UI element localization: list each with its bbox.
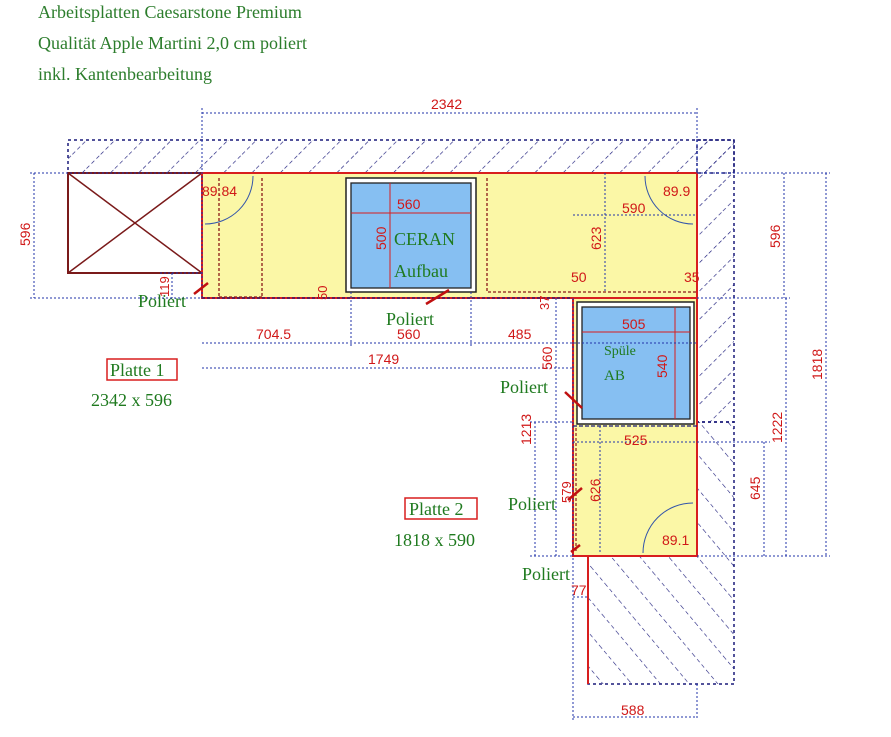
dim-seg-2: 560 — [397, 326, 421, 342]
dim-sink-offset: 560 — [539, 346, 555, 370]
dim-sink-lower-width: 525 — [624, 432, 648, 448]
sink-label-1: Spüle — [604, 344, 636, 359]
sink-label-2: AB — [604, 368, 625, 384]
dim-leg-inner: 1213 — [518, 414, 534, 445]
sink-cutout: 505 540 Spüle AB — [576, 301, 695, 425]
plate-2-name: Platte 2 — [409, 499, 464, 519]
plate-1-name: Platte 1 — [110, 360, 165, 380]
dim-corner-width: 590 — [622, 200, 646, 216]
edge-label-1: Poliert — [138, 291, 186, 311]
dim-total-width: 2342 — [431, 96, 462, 112]
plate-labels: Platte 1 2342 x 596 Platte 2 1818 x 590 — [91, 358, 478, 550]
cooktop-width-dim: 560 — [397, 196, 421, 212]
sink-width-dim: 505 — [622, 316, 646, 332]
dim-35: 35 — [684, 269, 700, 285]
edge-label-2: Poliert — [386, 309, 434, 329]
cooktop-label-2: Aufbau — [394, 261, 448, 281]
dim-leg-lower-depth: 626 — [587, 478, 603, 502]
dim-radius-bottom: 89.1 — [662, 532, 689, 548]
dimension-labels: 2342 596 596 1818 1222 645 704.5 560 485… — [17, 96, 825, 718]
cooktop-cutout: 560 500 CERAN Aufbau — [345, 177, 477, 293]
cooktop-depth-dim: 500 — [373, 226, 389, 250]
edge-label-5: Poliert — [522, 564, 570, 584]
dim-radius-right: 89.9 — [663, 183, 690, 199]
sink-depth-dim: 540 — [654, 354, 670, 378]
polish-edge-markers — [193, 282, 583, 553]
header-line-2: Qualität Apple Martini 2,0 cm poliert — [38, 33, 307, 53]
dim-seg-1: 704.5 — [256, 326, 291, 342]
dim-depth-right: 596 — [767, 224, 783, 248]
dim-leg-bottom: 645 — [747, 476, 763, 500]
plate-1-size: 2342 x 596 — [91, 390, 172, 410]
dim-579: 579 — [559, 481, 574, 503]
dimension-lines — [30, 108, 830, 720]
plate-2-size: 1818 x 590 — [394, 530, 475, 550]
cooktop-label-1: CERAN — [394, 229, 455, 249]
edge-label-3: Poliert — [500, 377, 548, 397]
tall-cabinet — [67, 172, 203, 274]
header-line-1: Arbeitsplatten Caesarstone Premium — [38, 2, 302, 22]
dim-50-left: 50 — [315, 286, 330, 300]
dim-radius-left: 89.84 — [202, 183, 237, 199]
dim-seg-3: 485 — [508, 326, 532, 342]
dim-corner-depth: 623 — [588, 226, 604, 250]
edge-labels: Poliert Poliert Poliert Poliert Poliert — [138, 291, 570, 584]
dim-119: 119 — [157, 276, 172, 297]
header-line-3: inkl. Kantenbearbeitung — [38, 64, 212, 84]
dim-seg-total: 1749 — [368, 351, 399, 367]
dim-leg-outer: 1222 — [769, 412, 785, 443]
edge-label-4: Poliert — [508, 494, 556, 514]
dim-leg-bottom-width: 588 — [621, 702, 645, 718]
dim-depth-left: 596 — [17, 222, 33, 246]
dim-37: 37 — [537, 296, 552, 310]
wall-top — [67, 139, 735, 174]
dim-total-depth: 1818 — [809, 349, 825, 380]
wall-right — [696, 139, 735, 423]
dim-77: 77 — [571, 582, 587, 598]
dim-50-right: 50 — [571, 269, 587, 285]
